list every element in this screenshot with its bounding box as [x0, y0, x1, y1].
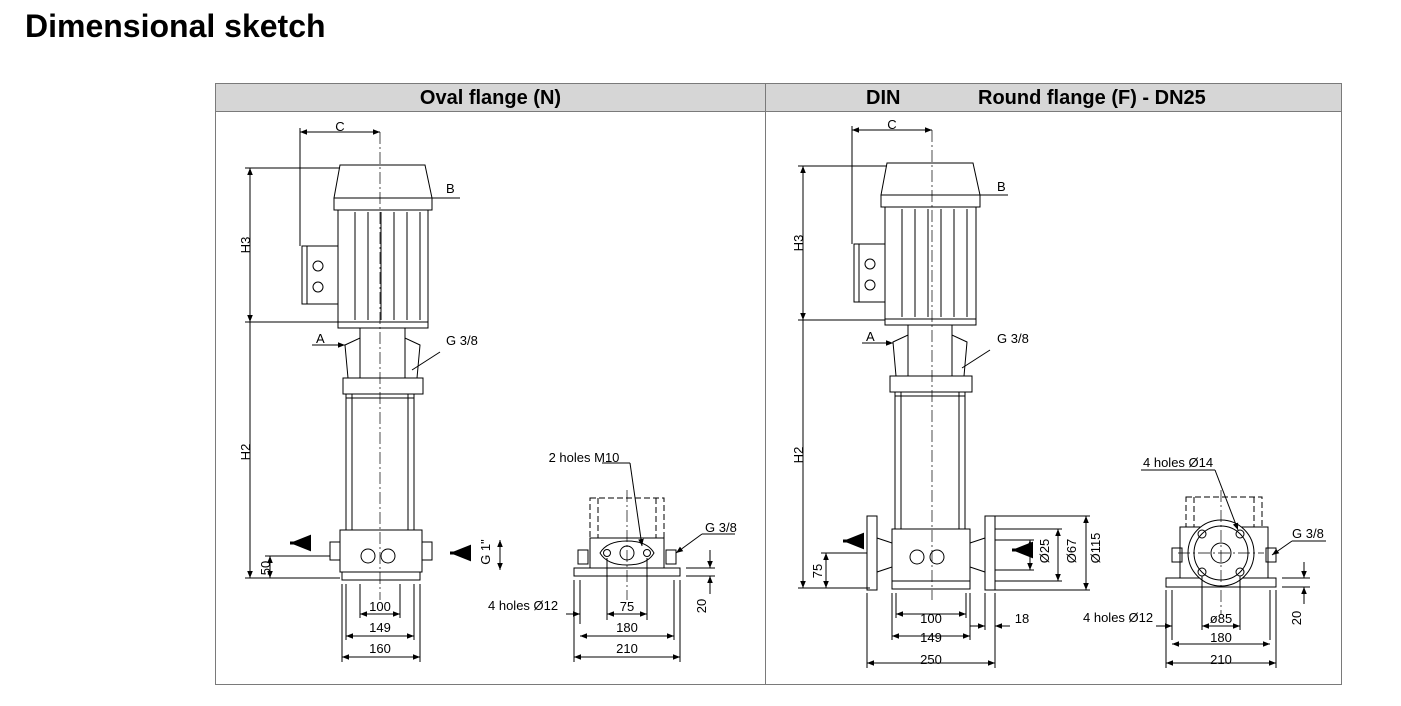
round-label-d85: ø85 [1210, 611, 1232, 626]
oval-label-g38-base: G 3/8 [705, 520, 737, 535]
oval-dimension-labels: C B H3 A G 3/8 H2 50 G 1" 100 149 160 2 … [238, 119, 737, 656]
oval-label-h2: H2 [238, 444, 253, 461]
oval-flange-header: Oval flange (N) [216, 84, 765, 112]
oval-label-50: 50 [258, 561, 273, 575]
oval-label-c: C [335, 119, 344, 134]
oval-label-160: 160 [369, 641, 391, 656]
round-label-d25: Ø25 [1037, 539, 1052, 564]
oval-label-b: B [446, 181, 455, 196]
round-label-h2: H2 [791, 447, 806, 464]
round-label-g38-top: G 3/8 [997, 331, 1029, 346]
round-label-75: 75 [810, 564, 825, 578]
oval-label-holes-m10: 2 holes M10 [549, 450, 620, 465]
round-label-a: A [866, 329, 875, 344]
diagram-frame [215, 83, 1342, 685]
round-label-149: 149 [920, 630, 942, 645]
round-label-20: 20 [1289, 611, 1304, 625]
oval-label-g38-top: G 3/8 [446, 333, 478, 348]
oval-flange-title: Oval flange (N) [419, 87, 562, 109]
oval-label-149: 149 [369, 620, 391, 635]
round-flange-header: DIN Round flange (F) - DN25 [766, 84, 1341, 112]
oval-label-h3: H3 [238, 237, 253, 254]
round-label-210: 210 [1210, 652, 1232, 667]
oval-label-210: 210 [616, 641, 638, 656]
round-dimension-labels: C B H3 A G 3/8 H2 75 Ø25 Ø67 Ø115 100 14… [791, 117, 1324, 667]
oval-label-holes-12: 4 holes Ø12 [488, 598, 558, 613]
round-label-b: B [997, 179, 1006, 194]
panel-divider [765, 83, 766, 685]
oval-label-a: A [316, 331, 325, 346]
oval-label-20: 20 [694, 599, 709, 613]
round-label-d115: Ø115 [1088, 533, 1103, 564]
oval-label-g1: G 1" [478, 539, 493, 565]
round-label-holes-14: 4 holes Ø14 [1143, 455, 1213, 470]
oval-pump-drawing [245, 128, 503, 662]
round-label-d67: Ø67 [1064, 539, 1079, 564]
oval-label-180: 180 [616, 620, 638, 635]
round-label-180: 180 [1210, 630, 1232, 645]
oval-base-plan [566, 462, 735, 662]
oval-label-75: 75 [620, 599, 634, 614]
round-pump-drawing [798, 126, 1090, 668]
round-label-c: C [887, 117, 896, 132]
oval-label-100: 100 [369, 599, 391, 614]
round-label-h3: H3 [791, 235, 806, 252]
round-base-plan [1141, 469, 1326, 668]
round-label-g38-base: G 3/8 [1292, 526, 1324, 541]
round-label-100: 100 [920, 611, 942, 626]
round-flange-title: Round flange (F) - DN25 [978, 87, 1206, 109]
round-label-250: 250 [920, 652, 942, 667]
page-title: Dimensional sketch [25, 8, 326, 44]
round-label-holes-12: 4 holes Ø12 [1083, 610, 1153, 625]
din-title: DIN [866, 87, 901, 109]
round-label-18: 18 [1015, 611, 1029, 626]
